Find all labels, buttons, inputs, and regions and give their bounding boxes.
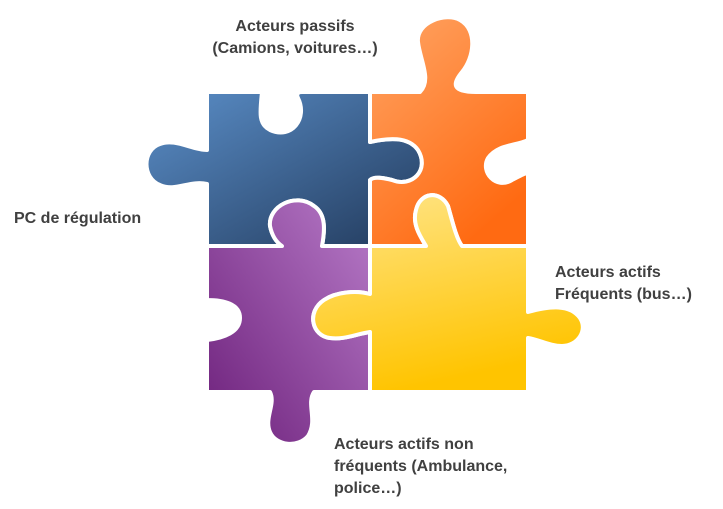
label-frequent-actors: Acteurs actifs Fréquents (bus…) — [555, 262, 692, 306]
label-non-frequent-actors-line-2: fréquents (Ambulance, — [334, 458, 508, 475]
label-regulation-pc: PC de régulation — [14, 208, 141, 230]
label-passive-actors-line-1: Acteurs passifs — [235, 18, 355, 35]
puzzle-piece-orange — [368, 15, 530, 248]
label-frequent-actors-line-2: Fréquents (bus…) — [555, 286, 692, 303]
label-passive-actors: Acteurs passifs (Camions, voitures…) — [0, 16, 590, 60]
label-non-frequent-actors-line-3: police…) — [334, 480, 402, 497]
label-regulation-pc-text: PC de régulation — [14, 210, 142, 227]
label-passive-actors-line-2: (Camions, voitures…) — [212, 40, 378, 57]
puzzle-piece-yellow — [311, 193, 585, 394]
label-frequent-actors-line-1: Acteurs actifs — [555, 264, 661, 281]
label-non-frequent-actors-line-1: Acteurs actifs non — [334, 436, 474, 453]
label-non-frequent-actors: Acteurs actifs non fréquents (Ambulance,… — [334, 434, 507, 500]
